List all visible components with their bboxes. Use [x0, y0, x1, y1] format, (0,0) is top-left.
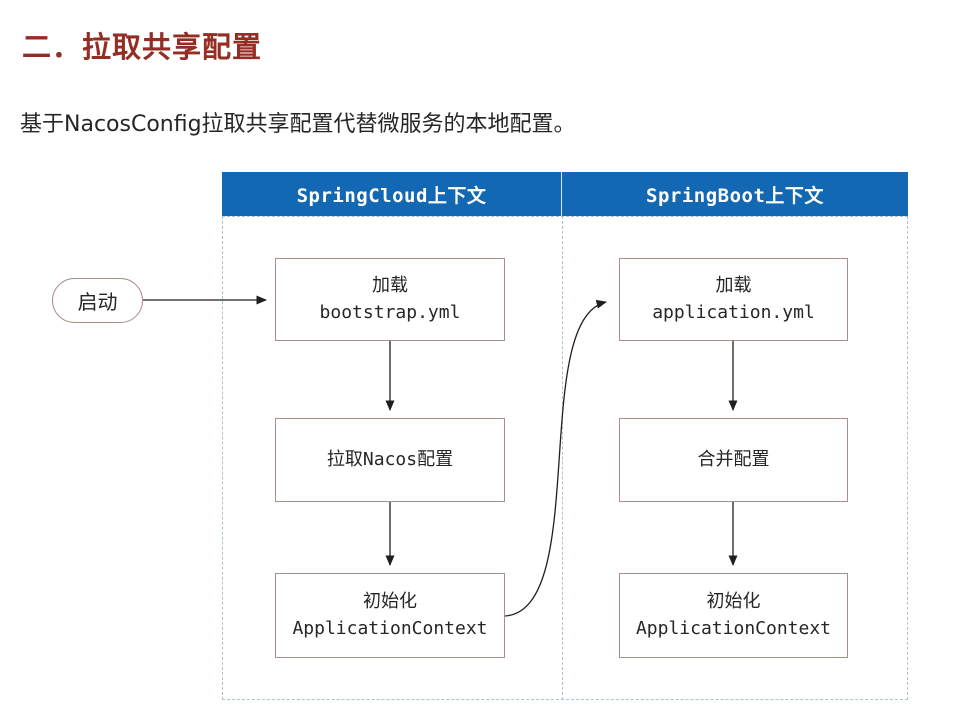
- node-load-application-yml: 加载 application.yml: [619, 258, 848, 341]
- column-header-springboot-context: SpringBoot上下文: [562, 172, 908, 216]
- node-init-applicationcontext-cloud: 初始化 ApplicationContext: [275, 573, 505, 658]
- node-text-line: 初始化: [363, 591, 417, 613]
- diagram-panel-header: SpringCloud上下文 SpringBoot上下文: [222, 172, 908, 216]
- node-load-bootstrap-yml: 加载 bootstrap.yml: [275, 258, 505, 341]
- node-text-line: 拉取Nacos配置: [326, 448, 454, 470]
- node-text-line: ApplicationContext: [292, 617, 488, 639]
- node-text-line: 加载: [372, 275, 408, 297]
- start-node: 启动: [52, 278, 143, 323]
- node-text-line: 初始化: [706, 591, 761, 613]
- start-node-label: 启动: [77, 290, 118, 314]
- node-text-line: 合并配置: [697, 448, 770, 470]
- node-init-applicationcontext-boot: 初始化 ApplicationContext: [619, 573, 848, 658]
- node-pull-nacos-config: 拉取Nacos配置: [275, 418, 505, 502]
- column-divider: [562, 216, 563, 700]
- node-text-line: ApplicationContext: [635, 617, 832, 639]
- node-merge-config: 合并配置: [619, 418, 848, 502]
- column-header-springcloud-context: SpringCloud上下文: [222, 172, 562, 216]
- node-text-line: 加载: [715, 275, 752, 297]
- page-subtitle: 基于NacosConfig拉取共享配置代替微服务的本地配置。: [20, 112, 576, 137]
- node-text-line: application.yml: [652, 301, 815, 323]
- node-text-line: bootstrap.yml: [319, 301, 461, 323]
- diagram-panel-body: [222, 216, 908, 700]
- page-title: 二．拉取共享配置: [22, 30, 263, 64]
